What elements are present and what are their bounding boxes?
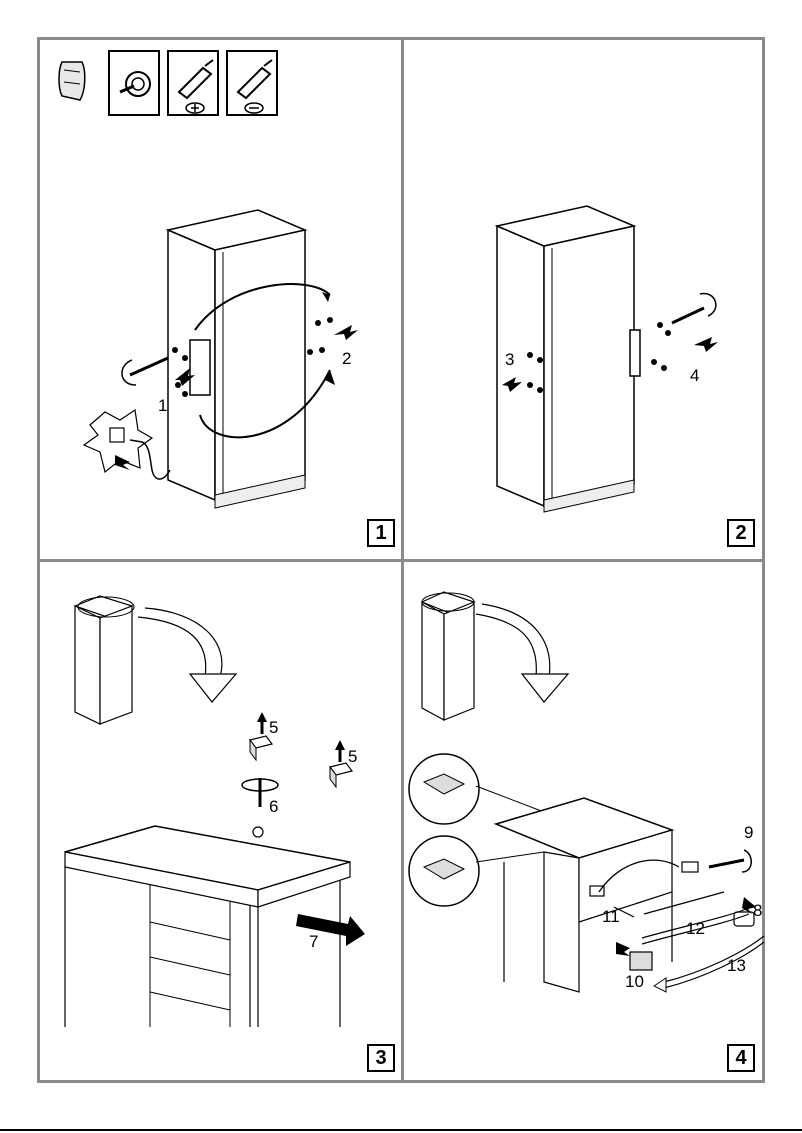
phillips-screwdriver-icon xyxy=(167,50,219,116)
fridge-illustration xyxy=(64,595,365,1027)
flat-screwdriver-icon xyxy=(226,50,278,116)
panel-4: 9 8 11 12 10 13 4 xyxy=(404,562,765,1080)
fridge-illustration xyxy=(82,209,358,509)
callout-10: 10 xyxy=(625,972,644,991)
callout-8: 8 xyxy=(753,901,763,920)
step-number: 2 xyxy=(727,519,755,547)
step-number: 4 xyxy=(727,1044,755,1072)
callout-3: 3 xyxy=(505,350,515,369)
callout-7: 7 xyxy=(309,932,319,951)
panel-1: 1 2 1 xyxy=(40,40,401,559)
step-number: 3 xyxy=(367,1044,395,1072)
glove-icon xyxy=(58,61,86,101)
callout-13: 13 xyxy=(727,956,746,975)
callout-1: 1 xyxy=(158,396,168,415)
callout-4: 4 xyxy=(690,366,700,385)
callout-6: 6 xyxy=(269,797,279,816)
fridge-illustration xyxy=(494,205,718,513)
callout-5b: 5 xyxy=(348,747,358,766)
torx-screwdriver-icon xyxy=(108,50,160,116)
panel-3: 5 5 6 7 3 xyxy=(40,562,401,1080)
callout-5a: 5 xyxy=(269,718,279,737)
panel-2: 3 4 2 xyxy=(404,40,762,559)
callout-12: 12 xyxy=(686,919,705,938)
callout-9: 9 xyxy=(744,823,754,842)
callout-2: 2 xyxy=(342,349,352,368)
fridge-illustration xyxy=(408,591,765,993)
step-number: 1 xyxy=(367,519,395,547)
instruction-sheet: 1 2 1 3 4 xyxy=(37,37,765,1083)
panel-divider-horizontal xyxy=(40,559,762,562)
page-footer-rule xyxy=(0,1129,802,1131)
callout-11: 11 xyxy=(602,907,620,926)
